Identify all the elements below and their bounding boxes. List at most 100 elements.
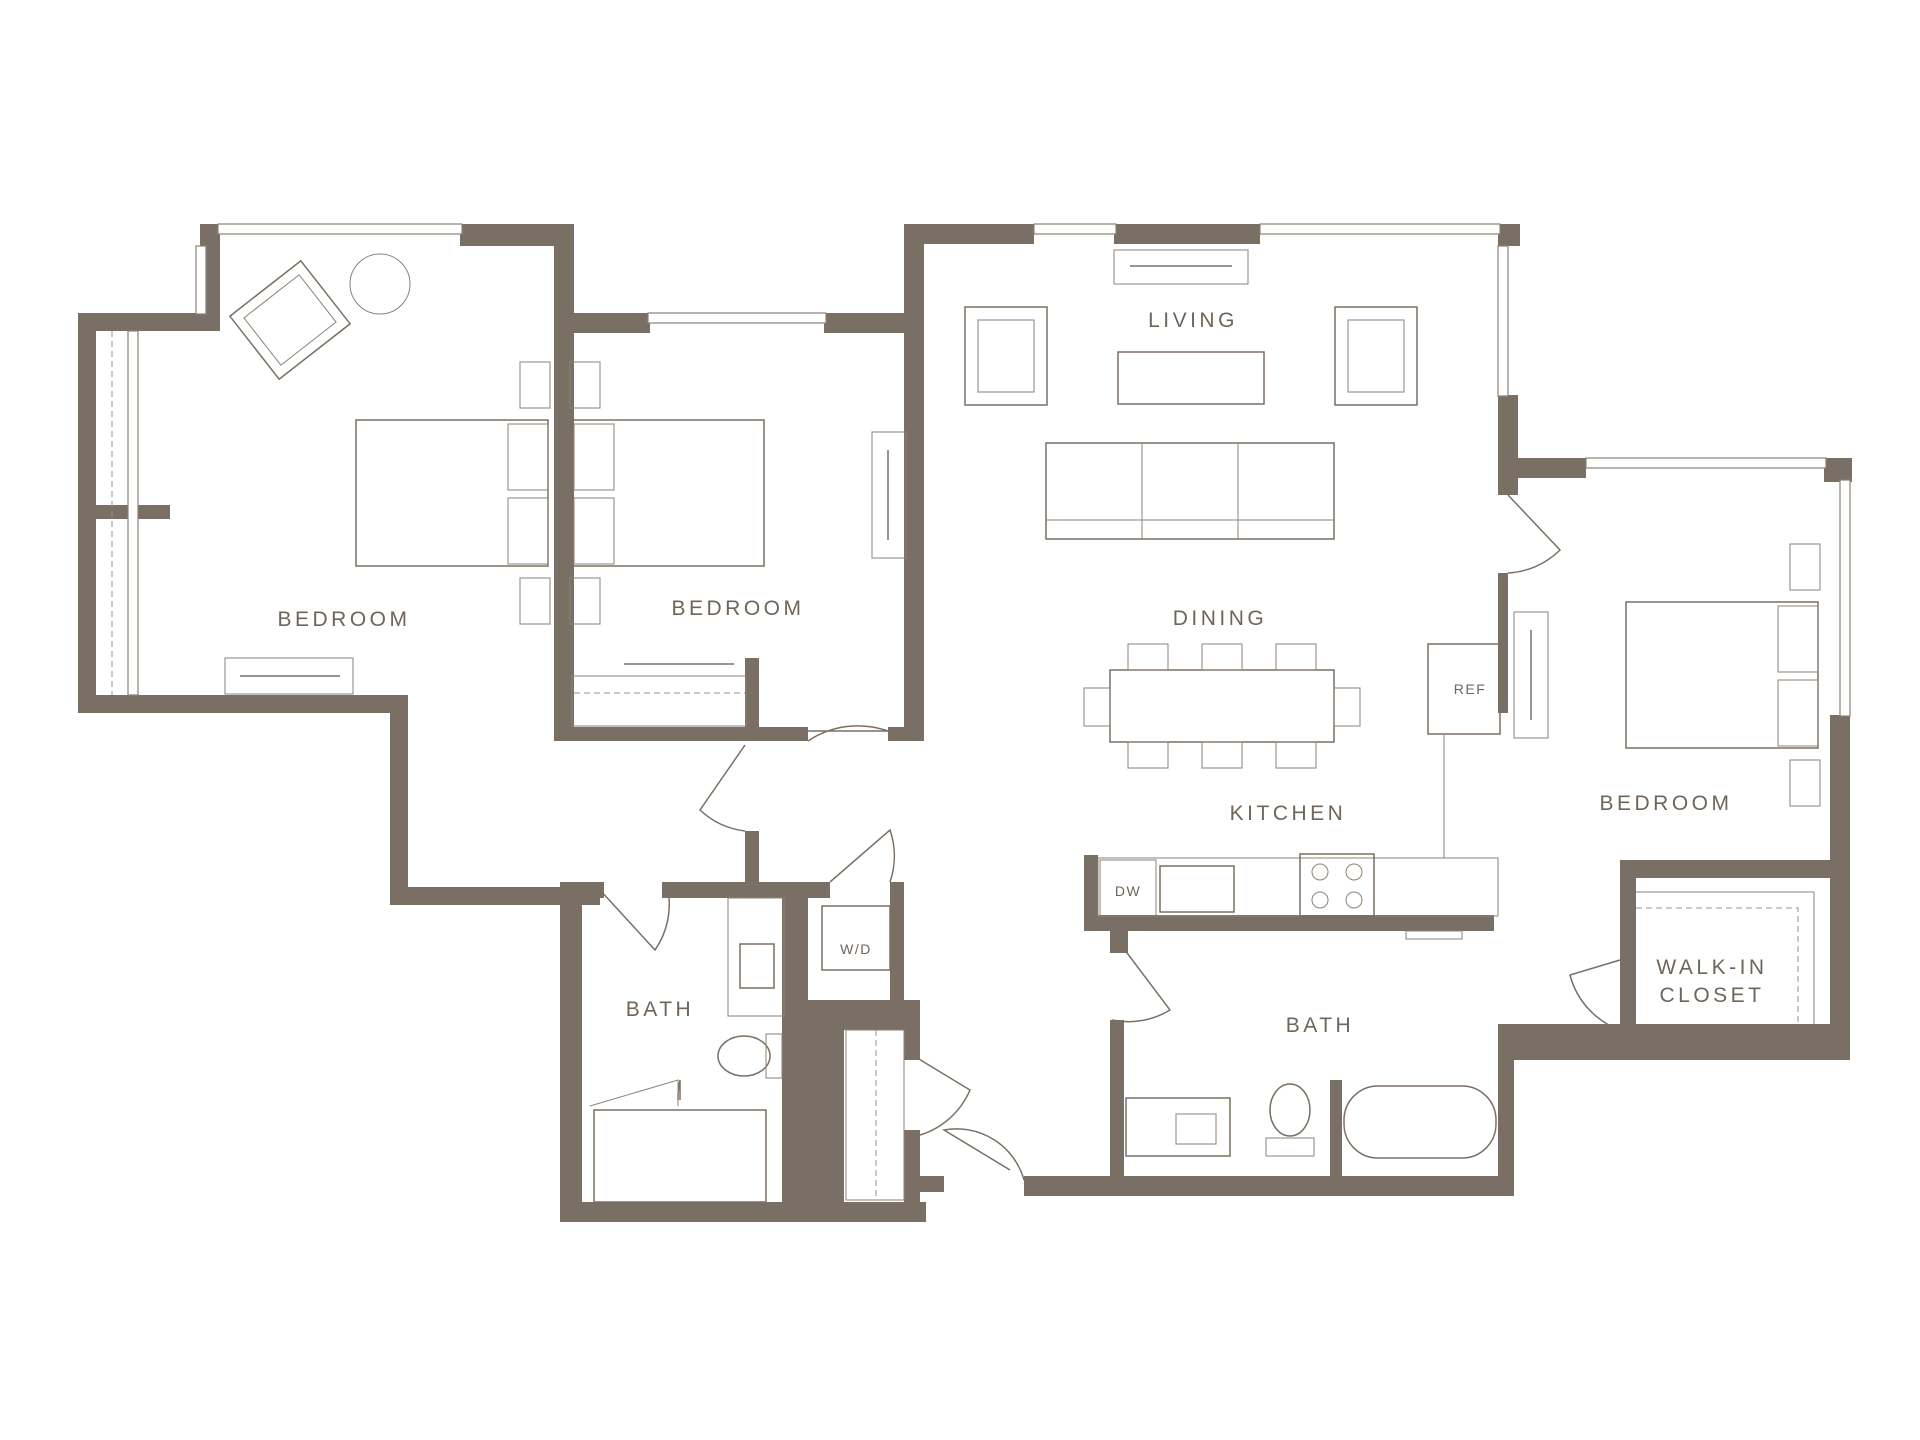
wall <box>745 658 759 741</box>
wall <box>1498 573 1508 713</box>
nightstand <box>569 577 601 625</box>
armchair <box>964 306 1048 406</box>
room-label-bedroom-3: BEDROOM <box>1599 792 1732 815</box>
armchair-seat <box>977 319 1035 393</box>
tv-console <box>1113 249 1249 285</box>
pillow <box>1777 605 1819 673</box>
window <box>1033 223 1117 235</box>
wall <box>1620 860 1850 878</box>
fixtures <box>111 249 1821 1203</box>
door-swing <box>1111 932 1172 1023</box>
bathtub <box>593 1109 767 1203</box>
nightstand <box>519 577 551 625</box>
wall <box>904 224 1034 244</box>
doors <box>599 494 1621 1181</box>
sofa-cushions <box>1046 443 1334 539</box>
nightstand <box>569 361 601 409</box>
chair <box>1275 741 1317 769</box>
nightstand <box>519 361 551 409</box>
pillow <box>573 497 615 565</box>
bed <box>1625 601 1819 749</box>
chair <box>1333 687 1361 727</box>
room-label-bedroom-2: BEDROOM <box>671 597 804 620</box>
wall <box>904 224 924 741</box>
wall <box>1114 224 1260 244</box>
appliance-label-washer-dryer: W/D <box>840 941 872 957</box>
armchair-seat <box>1347 319 1405 393</box>
room-label-bedroom-1: BEDROOM <box>277 608 410 631</box>
bed <box>355 419 549 567</box>
closet-shelf <box>1636 891 1815 1024</box>
bath-sink <box>1175 1113 1217 1145</box>
side-table <box>349 253 411 315</box>
sofa <box>1045 442 1335 540</box>
wall <box>1084 915 1494 931</box>
window <box>1497 245 1509 397</box>
bath-sink <box>739 943 775 989</box>
window <box>1259 223 1501 235</box>
wall <box>390 887 600 905</box>
wall <box>745 831 759 887</box>
wall <box>888 727 924 741</box>
dresser <box>1513 611 1549 739</box>
armchair <box>228 259 352 381</box>
washer-dryer <box>821 905 891 971</box>
dishwasher <box>1099 859 1157 917</box>
dresser <box>871 431 907 559</box>
wall <box>1498 224 1520 246</box>
toilet-tank <box>1265 1137 1315 1157</box>
wall <box>1498 1024 1514 1194</box>
pillow <box>507 423 549 491</box>
door-swing <box>807 725 889 742</box>
towel-bar <box>1405 930 1463 940</box>
wall <box>460 224 574 246</box>
room-label-living: LIVING <box>1148 309 1238 332</box>
wall <box>1110 1020 1124 1196</box>
wall <box>808 1000 844 1202</box>
room-label-bath-1: BATH <box>626 998 694 1021</box>
burner <box>1311 863 1329 881</box>
wall <box>78 505 170 519</box>
window <box>1839 479 1851 717</box>
appliance-label-dishwasher: DW <box>1115 883 1141 899</box>
counter-edge <box>1443 734 1498 859</box>
wall <box>1024 1176 1514 1196</box>
pillow <box>1777 679 1819 747</box>
wall <box>904 1000 920 1060</box>
wall <box>560 882 582 1222</box>
door-swing <box>829 828 896 883</box>
bed <box>571 419 765 567</box>
vanity <box>1125 1097 1231 1157</box>
dresser <box>224 657 354 695</box>
walls <box>78 224 1852 1222</box>
door-swing <box>941 1128 1025 1181</box>
cooktop <box>1299 853 1375 917</box>
wall <box>824 313 924 333</box>
wall <box>782 882 808 1202</box>
burner <box>1345 863 1363 881</box>
vanity <box>727 897 785 1017</box>
window <box>127 330 139 696</box>
room-label-kitchen: KITCHEN <box>1230 802 1347 825</box>
wall <box>1084 855 1098 930</box>
wall <box>554 224 574 740</box>
wall <box>1512 1024 1850 1060</box>
appliance-labels: REF DW W/D <box>840 681 1485 957</box>
chair <box>1275 643 1317 671</box>
toilet-tank <box>765 1033 783 1079</box>
room-labels: LIVING DINING KITCHEN BEDROOM BEDROOM BE… <box>277 309 1764 1037</box>
refrigerator <box>1427 643 1501 735</box>
wall <box>1330 1080 1342 1196</box>
wall <box>554 727 808 741</box>
window <box>1585 457 1827 469</box>
kitchen-sink <box>1159 865 1235 913</box>
linen-closet <box>845 1029 905 1201</box>
chair <box>1127 643 1169 671</box>
room-label-dining: DINING <box>1173 607 1268 630</box>
dining-table <box>1109 669 1335 743</box>
wall <box>1824 458 1852 482</box>
armchair <box>1334 306 1418 406</box>
wall <box>1498 395 1518 495</box>
pillow <box>507 497 549 565</box>
